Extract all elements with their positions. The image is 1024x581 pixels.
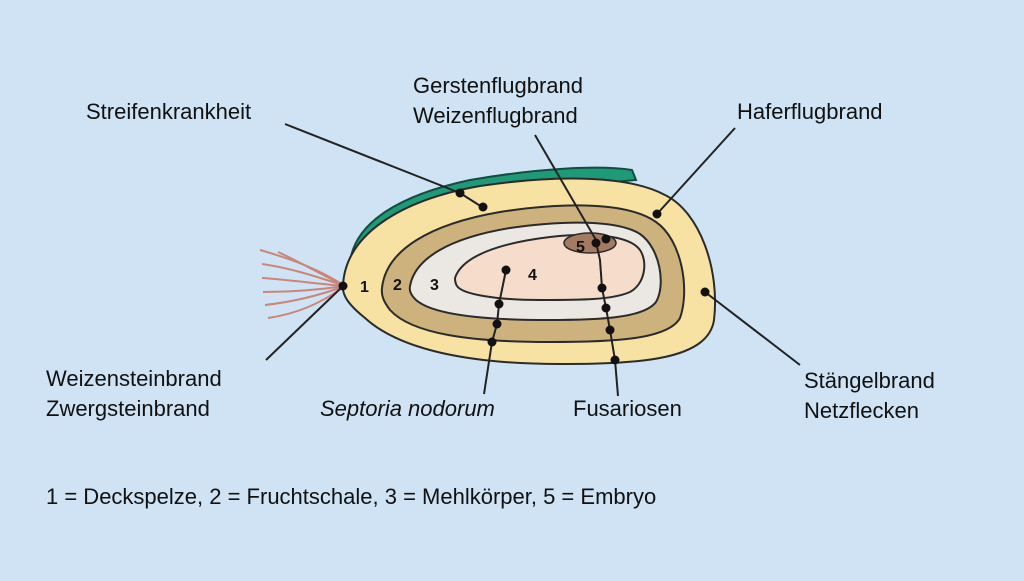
label-haferflugbrand: Haferflugbrand [737, 99, 883, 124]
label-septoria-nodorum: Septoria nodorum [320, 396, 495, 421]
label-weizenflugbrand: Weizenflugbrand [413, 103, 578, 128]
label-zwergsteinbrand: Zwergsteinbrand [46, 396, 210, 421]
marker-dots [338, 188, 710, 365]
label-staengelbrand: Stängelbrand [804, 368, 935, 393]
layer-number-3: 3 [430, 277, 439, 294]
label-netzflecken: Netzflecken [804, 398, 919, 423]
layer-number-1: 1 [360, 279, 369, 296]
label-weizensteinbrand: Weizensteinbrand [46, 366, 222, 391]
label-fusariosen: Fusariosen [573, 396, 682, 421]
awns [259, 249, 346, 319]
legend-text: 1 = Deckspelze, 2 = Fruchtschale, 3 = Me… [46, 484, 657, 509]
label-gerstenflugbrand: Gerstenflugbrand [413, 73, 583, 98]
label-streifenkrankheit: Streifenkrankheit [86, 99, 252, 124]
layer-number-5: 5 [576, 239, 585, 256]
layer-number-4: 4 [528, 267, 537, 284]
layer-number-2: 2 [393, 277, 402, 294]
